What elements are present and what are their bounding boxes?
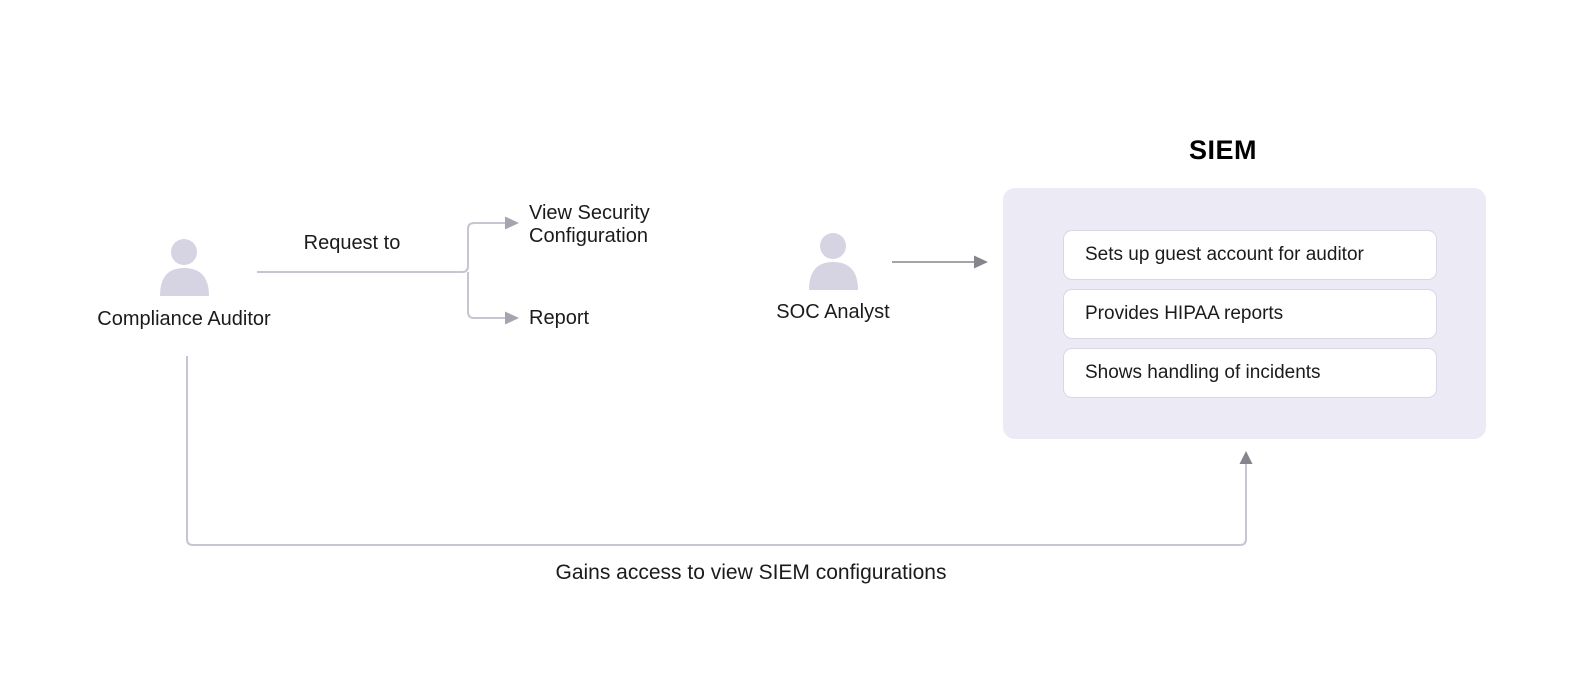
gains-access-line (186, 356, 1247, 546)
request-top-branch-line (257, 222, 506, 273)
person-icon (809, 233, 858, 290)
arrowhead-up-icon (1239, 451, 1253, 464)
siem-action-card: Shows handling of incidents (1063, 348, 1437, 398)
siem-title: SIEM (1188, 135, 1257, 165)
siem-action-card: Sets up guest account for auditor (1063, 230, 1437, 280)
siem-action-card: Provides HIPAA reports (1063, 289, 1437, 339)
request-target-report: Report (529, 307, 590, 329)
request-target-view-security-configuration: View Security Configuration (529, 202, 650, 247)
arrowhead-right-icon (974, 255, 988, 269)
request-bottom-branch-line (467, 272, 506, 319)
arrowhead-right-icon (505, 216, 519, 230)
request-edge-label: Request to (303, 232, 401, 254)
siem-box: Sets up guest account for auditor Provid… (1003, 188, 1486, 439)
person-icon (160, 239, 209, 296)
gains-access-edge-label: Gains access to view SIEM configurations (555, 561, 947, 584)
compliance-auditor-label: Compliance Auditor (97, 308, 271, 330)
soc-analyst-label: SOC Analyst (776, 301, 890, 323)
arrowhead-right-icon (505, 311, 519, 325)
